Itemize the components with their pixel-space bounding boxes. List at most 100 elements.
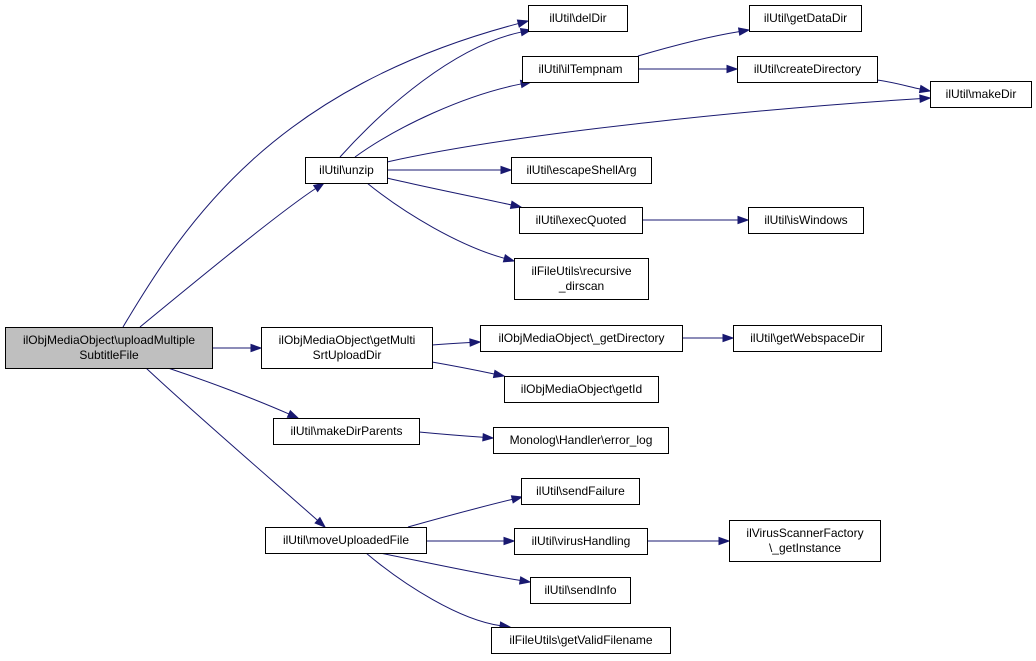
edge-getmulti-to-getid bbox=[431, 361, 506, 379]
node-box[interactable] bbox=[522, 56, 639, 83]
edge-getmulti-to-getdirectory bbox=[431, 338, 482, 347]
node-box[interactable] bbox=[530, 577, 631, 604]
node-box[interactable] bbox=[733, 325, 882, 352]
node-box[interactable] bbox=[273, 418, 420, 445]
arrowhead-icon bbox=[518, 576, 532, 585]
edge-unzip-to-makedir bbox=[386, 94, 932, 163]
node-box[interactable] bbox=[5, 327, 213, 369]
node-label: ilObjMediaObject\_getDirectory bbox=[498, 331, 664, 345]
edge-line bbox=[354, 83, 522, 158]
node-moveuploaded[interactable]: ilUtil\moveUploadedFile bbox=[265, 527, 427, 554]
arrowhead-icon bbox=[737, 215, 750, 225]
node-iltempnam[interactable]: ilUtil\ilTempnam bbox=[522, 56, 639, 83]
node-sendinfo[interactable]: ilUtil\sendInfo bbox=[530, 577, 631, 604]
arrowhead-icon bbox=[503, 536, 516, 546]
node-createdir[interactable]: ilUtil\createDirectory bbox=[737, 56, 878, 83]
arrowhead-icon bbox=[510, 495, 524, 504]
node-label: ilUtil\makeDirParents bbox=[290, 424, 402, 438]
node-label: ilUtil\unzip bbox=[319, 163, 374, 177]
arrowhead-icon bbox=[737, 27, 751, 36]
arrowhead-icon bbox=[500, 165, 513, 175]
arrowhead-icon bbox=[314, 516, 327, 528]
arrowhead-icon bbox=[482, 432, 495, 442]
node-label: ilUtil\virusHandling bbox=[532, 534, 631, 548]
node-root[interactable]: ilObjMediaObject\uploadMultipleSubtitleF… bbox=[5, 327, 213, 369]
node-box[interactable] bbox=[514, 258, 649, 300]
node-box[interactable] bbox=[748, 207, 864, 234]
arrowhead-icon bbox=[918, 84, 932, 94]
node-label: ilObjMediaObject\getId bbox=[521, 382, 642, 396]
edge-unzip-to-deldir bbox=[339, 27, 533, 158]
node-label: ilUtil\sendInfo bbox=[544, 583, 616, 597]
node-box[interactable] bbox=[521, 478, 640, 505]
node-box[interactable] bbox=[729, 520, 881, 562]
node-box[interactable] bbox=[528, 5, 628, 32]
node-unzip[interactable]: ilUtil\unzip bbox=[305, 157, 388, 184]
node-box[interactable] bbox=[514, 528, 648, 555]
node-label: \_getInstance bbox=[769, 541, 841, 555]
node-label: ilUtil\escapeShellArg bbox=[526, 163, 636, 177]
node-label: ilUtil\sendFailure bbox=[536, 484, 625, 498]
node-label: ilUtil\delDir bbox=[549, 11, 606, 25]
arrowhead-icon bbox=[718, 536, 731, 546]
node-box[interactable] bbox=[511, 157, 652, 184]
edge-line bbox=[876, 79, 921, 90]
node-virushandling[interactable]: ilUtil\virusHandling bbox=[514, 528, 648, 555]
node-makedirparents[interactable]: ilUtil\makeDirParents bbox=[273, 418, 420, 445]
edge-line bbox=[339, 31, 522, 158]
edge-line bbox=[431, 342, 471, 346]
node-label: ilObjMediaObject\uploadMultiple bbox=[23, 333, 195, 347]
node-label: ilUtil\moveUploadedFile bbox=[283, 533, 409, 547]
node-label: ilUtil\getDataDir bbox=[764, 11, 847, 25]
node-getdirectory[interactable]: ilObjMediaObject\_getDirectory bbox=[480, 325, 683, 352]
node-box[interactable] bbox=[493, 427, 669, 454]
node-virusscanner[interactable]: ilVirusScannerFactory\_getInstance bbox=[729, 520, 881, 562]
node-escapeshell[interactable]: ilUtil\escapeShellArg bbox=[511, 157, 652, 184]
arrowhead-icon bbox=[509, 200, 523, 209]
edge-line bbox=[139, 188, 316, 328]
edge-root-to-deldir bbox=[122, 19, 530, 328]
node-makedir[interactable]: ilUtil\makeDir bbox=[930, 81, 1032, 108]
edge-virushandling-to-virusscanner bbox=[646, 536, 731, 546]
node-label: ilVirusScannerFactory bbox=[746, 526, 863, 540]
node-iswindows[interactable]: ilUtil\isWindows bbox=[748, 207, 864, 234]
edge-iltempnam-to-getdatadir bbox=[637, 27, 751, 57]
node-webspacedir[interactable]: ilUtil\getWebspaceDir bbox=[733, 325, 882, 352]
node-box[interactable] bbox=[480, 325, 683, 352]
node-label: ilObjMediaObject\getMulti bbox=[279, 333, 416, 347]
node-getid[interactable]: ilObjMediaObject\getId bbox=[504, 376, 659, 403]
node-box[interactable] bbox=[504, 376, 659, 403]
node-box[interactable] bbox=[737, 56, 878, 83]
node-label: ilUtil\makeDir bbox=[946, 87, 1017, 101]
node-validfilename[interactable]: ilFileUtils\getValidFilename bbox=[491, 627, 671, 654]
arrowhead-icon bbox=[516, 19, 530, 28]
node-box[interactable] bbox=[749, 5, 862, 32]
edge-line bbox=[418, 431, 484, 438]
node-deldir[interactable]: ilUtil\delDir bbox=[528, 5, 628, 32]
node-label: SubtitleFile bbox=[79, 348, 139, 362]
arrowhead-icon bbox=[312, 182, 326, 193]
node-label: ilUtil\createDirectory bbox=[754, 62, 861, 76]
node-label: _dirscan bbox=[558, 279, 604, 293]
node-box[interactable] bbox=[261, 327, 433, 369]
edge-unzip-to-execquoted bbox=[386, 177, 523, 209]
edge-unzip-to-iltempnam bbox=[354, 79, 533, 158]
node-box[interactable] bbox=[265, 527, 427, 554]
node-box[interactable] bbox=[930, 81, 1032, 108]
node-recdirscan[interactable]: ilFileUtils\recursive_dirscan bbox=[514, 258, 649, 300]
node-box[interactable] bbox=[519, 207, 643, 234]
edge-line bbox=[365, 552, 501, 627]
edge-root-to-makedirparents bbox=[167, 367, 300, 419]
node-box[interactable] bbox=[491, 627, 671, 654]
node-sendfailure[interactable]: ilUtil\sendFailure bbox=[521, 478, 640, 505]
node-label: ilUtil\execQuoted bbox=[536, 213, 627, 227]
arrowhead-icon bbox=[919, 94, 932, 103]
node-errorlog[interactable]: Monolog\Handler\error_log bbox=[493, 427, 669, 454]
edge-iltempnam-to-createdir bbox=[638, 64, 739, 74]
node-getdatadir[interactable]: ilUtil\getDataDir bbox=[749, 5, 862, 32]
node-box[interactable] bbox=[305, 157, 388, 184]
edge-layer bbox=[122, 19, 932, 630]
edge-execquoted-to-iswindows bbox=[642, 215, 750, 225]
node-execquoted[interactable]: ilUtil\execQuoted bbox=[519, 207, 643, 234]
